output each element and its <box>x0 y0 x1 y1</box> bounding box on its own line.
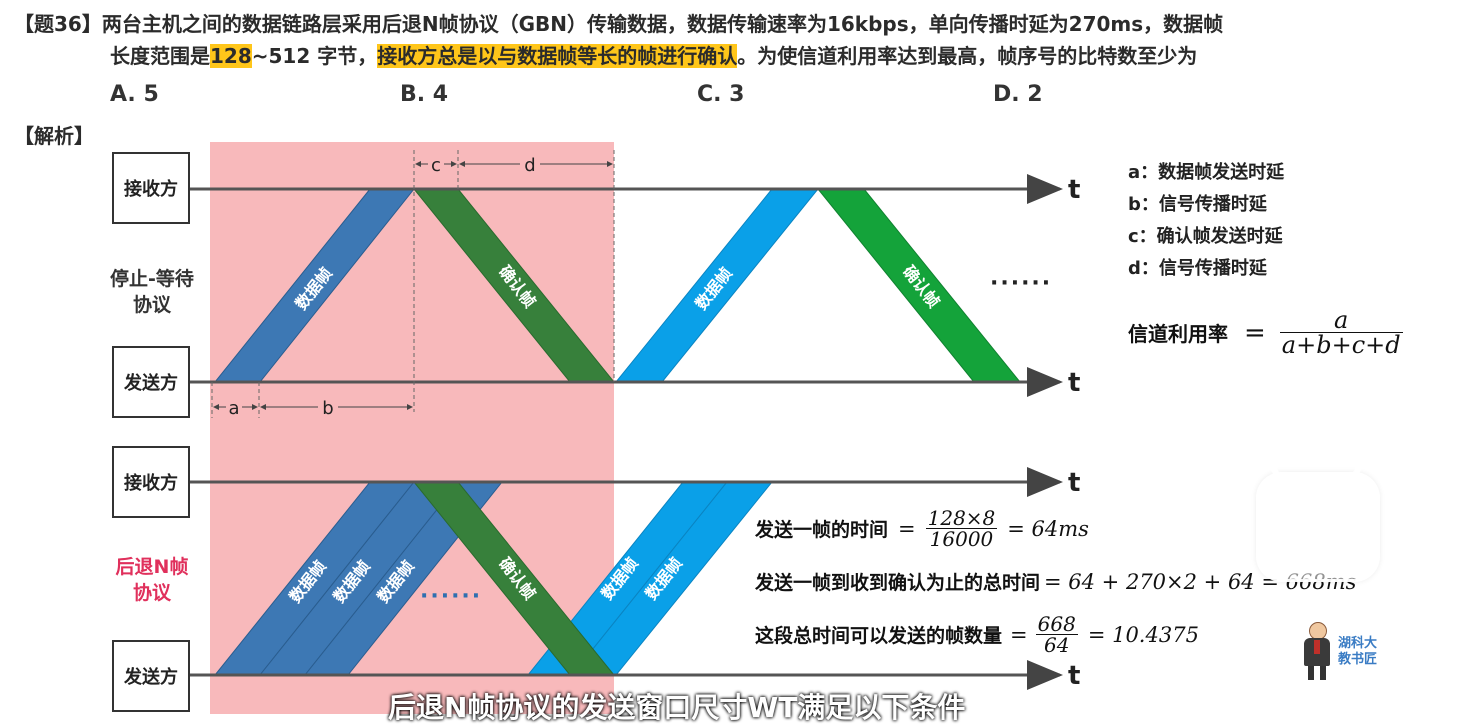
video-subtitle: 后退N帧协议的发送窗口尺寸WT满足以下条件 <box>388 691 966 724</box>
brand-avatar <box>1300 622 1334 680</box>
gbn-sender-box: 发送方 <box>112 640 190 712</box>
question-text-2a: 长度范围是 <box>110 44 210 68</box>
stop-wait-label: 停止-等待 协议 <box>110 268 194 316</box>
gbn-sender-label: 发送方 <box>124 667 178 688</box>
sw-receiver-label: 接收方 <box>124 179 178 200</box>
sw-receiver-box: 接收方 <box>112 152 190 224</box>
gbn-receiver-label: 接收方 <box>124 473 178 494</box>
dim-b: b <box>322 398 333 419</box>
legend-c: c：确认帧发送时延 <box>1128 226 1283 247</box>
utilization-formula: 信道利用率 = a a+b+c+d <box>1128 306 1403 359</box>
legend-b: b：信号传播时延 <box>1128 194 1267 215</box>
option-d[interactable]: D. 2 <box>993 82 1043 107</box>
question-text-2c: 。为使信道利用率达到最高，帧序号的比特数至少为 <box>737 44 1198 68</box>
question-line-2: 长度范围是128~512 字节，接收方总是以与数据帧等长的帧进行确认。为使信道利… <box>110 40 1197 69</box>
question-line-1: 【题36】两台主机之间的数据链路层采用后退N帧协议（GBN）传输数据，数据传输速… <box>14 8 1223 37</box>
formula-frame-time: 发送一帧的时间 = 128×8 16000 = 64ms <box>755 506 1089 551</box>
t-label-1: t <box>1068 175 1080 205</box>
gbn-receiver-box: 接收方 <box>112 446 190 518</box>
question-text-1: 两台主机之间的数据链路层采用后退N帧协议（GBN）传输数据，数据传输速率为16k… <box>101 12 1224 36</box>
sw-ellipsis: ······ <box>990 271 1052 296</box>
t-label-3: t <box>1068 468 1080 498</box>
sw-sender-label: 发送方 <box>124 373 178 394</box>
dim-d: d <box>524 155 535 176</box>
option-b[interactable]: B. 4 <box>400 82 449 107</box>
frame-time-fraction: 128×8 16000 <box>925 506 998 551</box>
analysis-label: 【解析】 <box>14 124 94 148</box>
play-icon <box>1303 505 1337 549</box>
sw-sender-box: 发送方 <box>112 346 190 418</box>
legend-d: d：信号传播时延 <box>1128 258 1267 279</box>
question-text-2b: ~512 字节， <box>251 44 378 68</box>
t-label-2: t <box>1068 368 1080 398</box>
t-label-4: t <box>1068 661 1080 691</box>
gbn-ellipsis: ······ <box>420 584 482 609</box>
dim-c: c <box>431 155 441 176</box>
utilization-label: 信道利用率 <box>1128 322 1228 346</box>
question-tag: 【题36】 <box>14 12 102 36</box>
formula-frame-count: 这段总时间可以发送的帧数量 = 668 64 = 10.4375 <box>755 612 1199 657</box>
option-c[interactable]: C. 3 <box>697 82 745 107</box>
highlight-128: 128 <box>210 44 252 68</box>
highlight-ack-rule: 接收方总是以与数据帧等长的帧进行确认 <box>377 44 738 68</box>
legend-a: a：数据帧发送时延 <box>1128 162 1285 183</box>
brand-name: 湖科大 教书匠 <box>1338 636 1378 667</box>
play-button[interactable] <box>1256 451 1380 582</box>
frame-count-fraction: 668 64 <box>1035 612 1078 657</box>
option-a[interactable]: A. 5 <box>110 82 159 107</box>
dim-a: a <box>228 398 239 419</box>
utilization-fraction: a a+b+c+d <box>1279 306 1403 359</box>
gbn-label: 后退N帧 协议 <box>115 556 189 604</box>
